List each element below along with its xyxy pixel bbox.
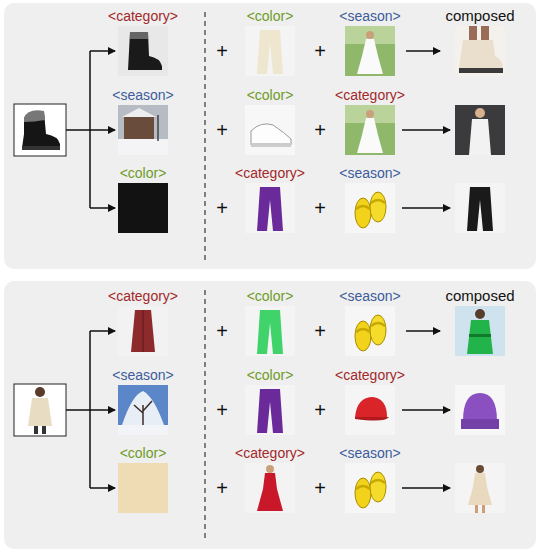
attribute-label: <category> (105, 287, 182, 305)
attribute-label: <color> (244, 366, 297, 384)
plus-sign: + (314, 119, 326, 141)
plus-sign: + (314, 320, 326, 342)
image-tile: <season> (336, 7, 404, 76)
image-tile: <color> (117, 444, 170, 513)
image-tile: composed (442, 287, 518, 356)
image-tile: <color> (117, 164, 170, 233)
attribute-label: <season> (336, 164, 404, 182)
image-tile: <color> (244, 287, 297, 356)
attribute-label: <season> (109, 366, 177, 384)
image-tile: <category> (332, 86, 409, 155)
attribute-label: <category> (232, 444, 309, 462)
image-tile: <season> (336, 444, 404, 513)
image-tile: <season> (109, 86, 177, 155)
attribute-label: <category> (332, 366, 409, 384)
image-tile: <season> (336, 164, 404, 233)
attribute-label: <category> (232, 164, 309, 182)
image-tile: <season> (109, 366, 177, 435)
plus-sign: + (314, 477, 326, 499)
plus-sign: + (216, 477, 228, 499)
attribute-label: <color> (244, 287, 297, 305)
image-tile: <category> (332, 366, 409, 435)
image-tile: <color> (244, 86, 297, 155)
plus-sign: + (216, 399, 228, 421)
image-tile: <category> (105, 287, 182, 356)
image-tile: <category> (232, 164, 309, 233)
attribute-label: <color> (244, 86, 297, 104)
image-tile: <color> (244, 7, 297, 76)
plus-sign: + (216, 119, 228, 141)
plus-sign: + (216, 197, 228, 219)
attribute-label: <color> (117, 444, 170, 462)
image-tile: <category> (232, 444, 309, 513)
image-tile: composed (442, 7, 518, 76)
attribute-label: <color> (117, 164, 170, 182)
attribute-label: <category> (105, 7, 182, 25)
attribute-label: composed (442, 287, 518, 305)
attribute-label: <color> (244, 7, 297, 25)
plus-sign: + (314, 399, 326, 421)
plus-sign: + (314, 40, 326, 62)
image-tile: <category> (105, 7, 182, 76)
image-tile: <season> (336, 287, 404, 356)
attribute-label: <season> (336, 7, 404, 25)
compose-arrow (406, 330, 440, 332)
plus-sign: + (216, 320, 228, 342)
attribute-label: <category> (332, 86, 409, 104)
compose-arrow (406, 50, 440, 52)
attribute-label: <season> (109, 86, 177, 104)
attribute-label: composed (442, 7, 518, 25)
attribute-label: <season> (336, 287, 404, 305)
plus-sign: + (216, 40, 228, 62)
image-tile: <color> (244, 366, 297, 435)
plus-sign: + (314, 197, 326, 219)
attribute-label: <season> (336, 444, 404, 462)
